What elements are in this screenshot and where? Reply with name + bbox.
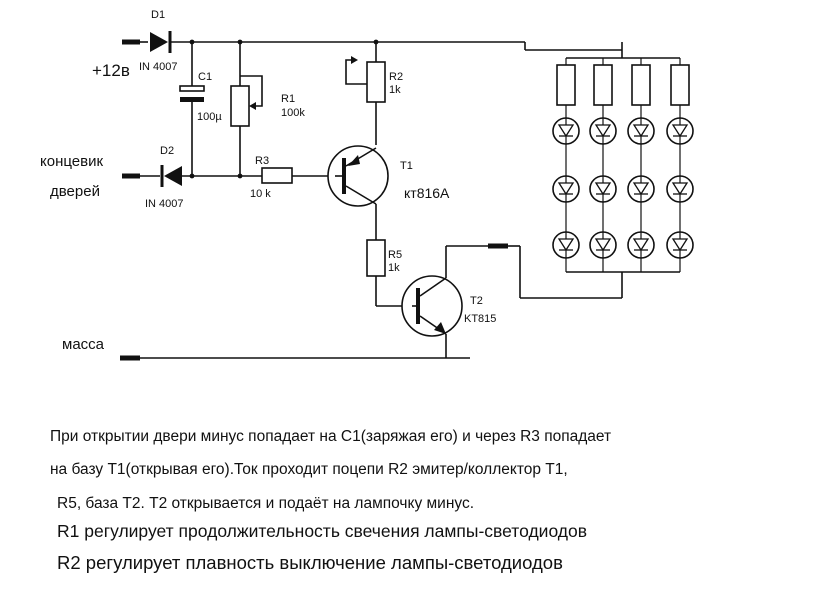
potentiometer-r1 — [230, 42, 263, 176]
led-column-1 — [552, 58, 580, 272]
led-column-3 — [627, 58, 655, 272]
diode-d2 — [160, 165, 182, 187]
description-line-4: R1 регулирует продолжительность свечения… — [57, 521, 588, 541]
c1-ref-label: C1 — [198, 71, 212, 83]
t2-value-label: KT815 — [464, 313, 496, 325]
plus12-label: +12в — [92, 61, 130, 80]
limit-switch-label-2: дверей — [50, 183, 100, 200]
ground-label: масса — [62, 336, 105, 353]
r1-value-label: 100k — [281, 107, 305, 119]
led-array — [552, 57, 694, 273]
diode-d1 — [150, 31, 172, 53]
led-column-2 — [589, 58, 617, 272]
t1-ref-label: T1 — [400, 160, 413, 172]
d1-value-label: IN 4007 — [139, 61, 178, 73]
description-line-5: R2 регулирует плавность выключение лампы… — [57, 552, 563, 573]
r2-ref-label: R2 — [389, 71, 403, 83]
potentiometer-r2 — [345, 42, 386, 145]
resistor-r3 — [261, 167, 293, 184]
r3-value-label: 10 k — [250, 188, 271, 200]
d2-value-label: IN 4007 — [145, 198, 184, 210]
t2-ref-label: T2 — [470, 295, 483, 307]
resistor-r5 — [366, 239, 386, 277]
d1-ref-label: D1 — [151, 9, 165, 21]
description-line-3: R5, база Т2. Т2 открывается и подаёт на … — [57, 495, 475, 512]
transistor-t1 — [327, 145, 389, 207]
description-line-1: При открытии двери минус попадает на С1(… — [50, 428, 612, 445]
r5-value-label: 1k — [388, 262, 400, 274]
d2-ref-label: D2 — [160, 145, 174, 157]
limit-switch-label-1: концевик — [40, 153, 103, 170]
t1-value-label: кт816А — [404, 185, 450, 201]
transistor-t2 — [401, 275, 463, 337]
r2-value-label: 1k — [389, 84, 401, 96]
r1-ref-label: R1 — [281, 93, 295, 105]
r5-ref-label: R5 — [388, 249, 402, 261]
c1-value-label: 100µ — [197, 111, 222, 123]
r3-ref-label: R3 — [255, 155, 269, 167]
description-line-2: на базу Т1(открывая его).Ток проходит по… — [50, 461, 568, 478]
capacitor-c1 — [179, 42, 205, 176]
led-column-4 — [666, 58, 694, 272]
